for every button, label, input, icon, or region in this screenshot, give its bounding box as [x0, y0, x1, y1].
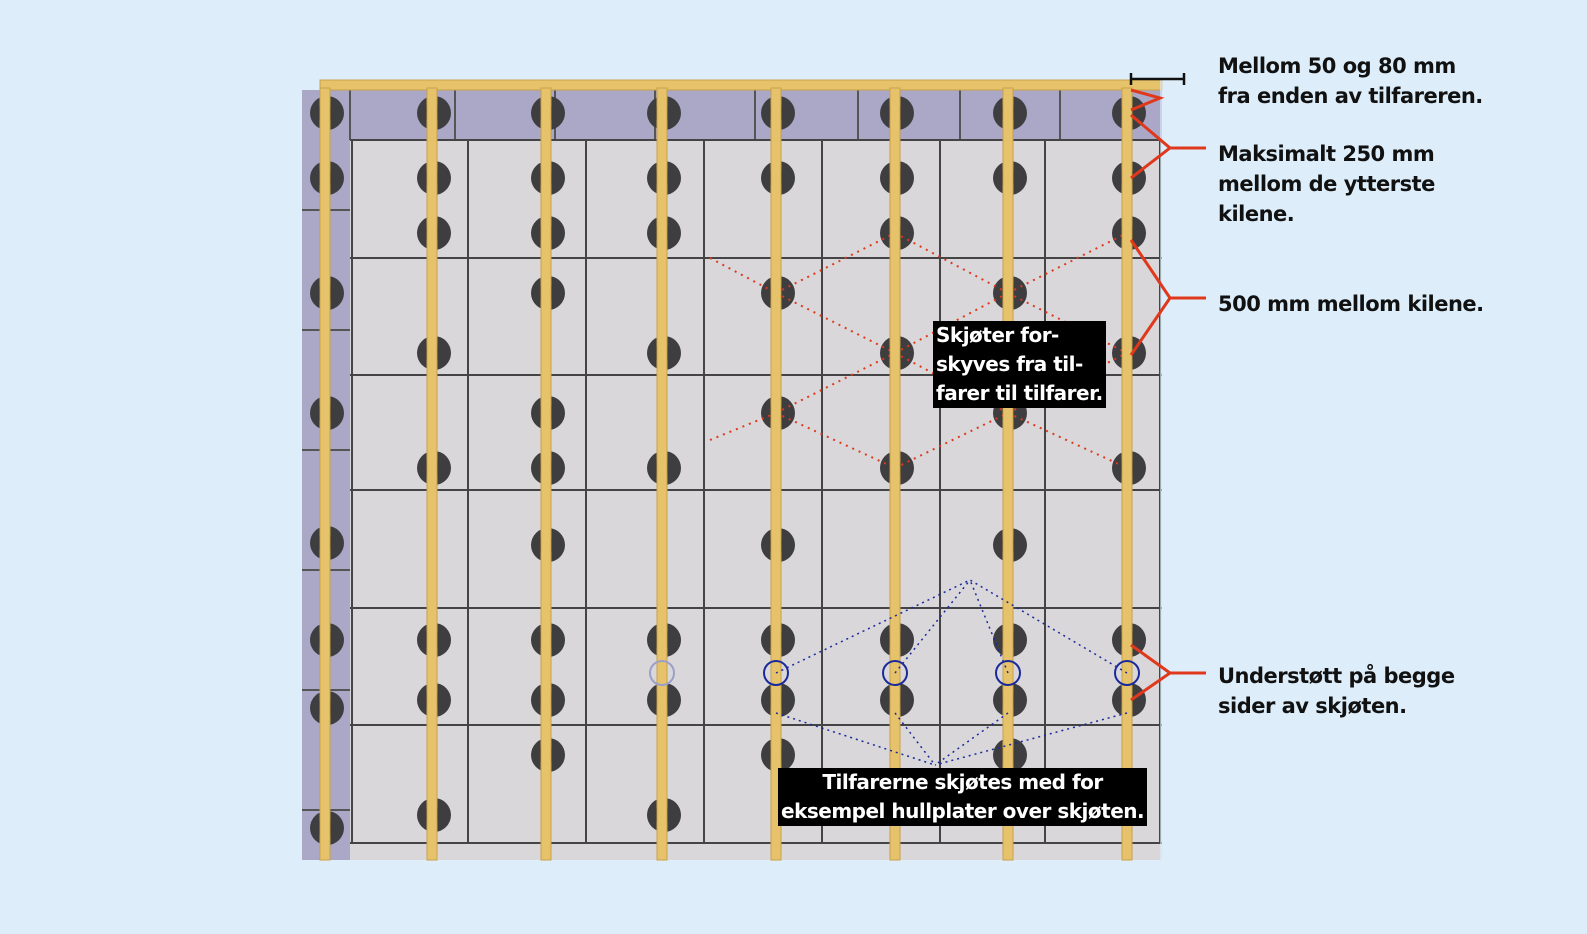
- leader-supported: [1130, 643, 1206, 702]
- callout-splice: Tilfarerne skjøtes med for eksempel hull…: [778, 768, 1148, 826]
- joint-line: [969, 579, 1128, 674]
- offset-line: [709, 412, 777, 441]
- batten: [889, 87, 901, 861]
- edge-fade: [1160, 80, 1190, 870]
- splice-circle: [1114, 660, 1140, 686]
- note-max-outer: Maksimalt 250 mm mellom de ytterste kile…: [1218, 142, 1435, 226]
- batten: [1121, 87, 1133, 861]
- splice-circle: [649, 660, 675, 686]
- splice-circle: [763, 660, 789, 686]
- offset-line: [775, 412, 896, 469]
- splice-circle: [882, 660, 908, 686]
- offset-line: [1007, 232, 1128, 294]
- batten: [1002, 87, 1014, 861]
- leader-spacing: [1129, 239, 1206, 356]
- offset-line: [1007, 412, 1128, 469]
- offset-line: [1007, 292, 1128, 354]
- offset-line: [775, 232, 896, 294]
- leader-max: [1130, 113, 1206, 180]
- offset-line: [894, 232, 1009, 294]
- batten: [319, 87, 331, 861]
- note-supported: Understøtt på begge sider av skjøten.: [1218, 664, 1455, 718]
- batten: [540, 87, 552, 861]
- top-batten: [319, 79, 1163, 91]
- batten: [656, 87, 668, 861]
- offset-line: [775, 352, 896, 414]
- note-spacing: 500 mm mellom kilene.: [1218, 292, 1484, 316]
- dimension-marker: [1129, 73, 1186, 85]
- offset-line: [775, 292, 896, 354]
- batten: [426, 87, 438, 861]
- joint-line: [894, 712, 936, 766]
- note-end-distance: Mellom 50 og 80 mm fra enden av tilfarer…: [1218, 54, 1483, 108]
- leader-end: [1130, 88, 1165, 112]
- splice-circle: [995, 660, 1021, 686]
- callout-offset-joints: Skjøter for- skyves fra til- farer til t…: [933, 321, 1106, 408]
- batten: [770, 87, 782, 861]
- joint-line: [894, 579, 971, 674]
- joint-line: [775, 712, 936, 766]
